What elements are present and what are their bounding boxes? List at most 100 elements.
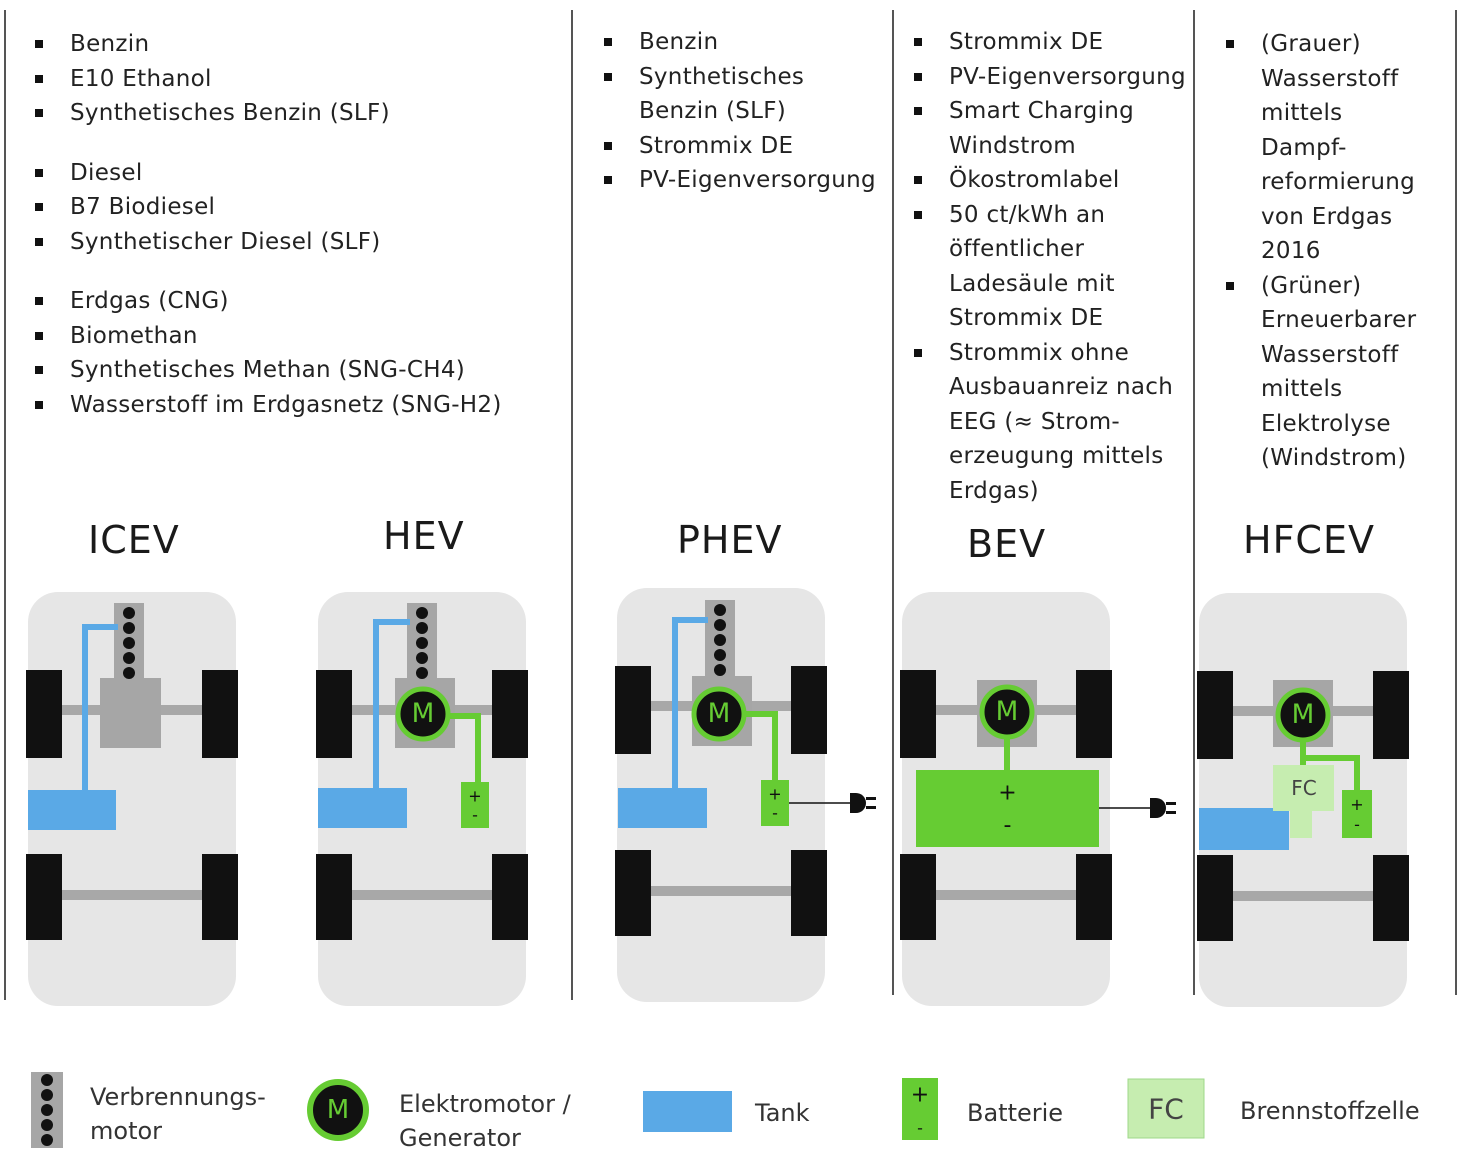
fuel-cell-label: FC (1291, 776, 1316, 800)
motor-symbol: M (412, 699, 435, 729)
wheel (1197, 855, 1233, 941)
wheel (316, 670, 352, 758)
fuel-cell-icon (1273, 765, 1334, 811)
plug-icon (1150, 798, 1166, 818)
cylinder-dot (416, 667, 428, 679)
wheel (1373, 671, 1409, 759)
rear-axle (651, 886, 791, 896)
plug-pin (866, 806, 876, 809)
bullet-icon (604, 176, 612, 184)
battery-minus: - (472, 806, 478, 825)
list-item-text: Synthetisches Benzin (SLF) (639, 63, 805, 125)
bullet-icon (604, 141, 612, 150)
battery-icon (461, 782, 489, 828)
vehicle-title-phev: PHEV (677, 518, 783, 562)
bullet-icon (604, 38, 612, 46)
list-item: PV-Eigenversorgung (914, 60, 1194, 95)
list-item-text: Benzin (70, 31, 150, 57)
wheel (492, 670, 528, 758)
list-item: (Grauer) Wasserstoff mittels Dampf- refo… (1226, 27, 1451, 269)
wheel (1076, 670, 1112, 758)
cylinder-dot (714, 634, 726, 646)
bullet-icon (35, 168, 43, 177)
wheel (1197, 671, 1233, 759)
cylinder-dot (416, 652, 428, 664)
energy-options-hfcev: (Grauer) Wasserstoff mittels Dampf- refo… (1226, 27, 1451, 476)
battery-icon (1342, 790, 1372, 838)
bullet-icon (914, 176, 922, 184)
wheel (615, 850, 651, 936)
vehicle-title-bev: BEV (967, 522, 1047, 566)
battery-plus: + (468, 786, 481, 805)
rear-axle (1233, 891, 1373, 901)
cylinder-dot (41, 1074, 53, 1086)
battery-plus: + (998, 781, 1016, 806)
list-item-text: PV-Eigenversorgung (639, 167, 876, 193)
list-item: Diesel (35, 156, 565, 191)
cylinder-dot (123, 607, 135, 619)
motor-symbol: M (327, 1095, 349, 1125)
cylinder-dot (123, 667, 135, 679)
cylinder-dot (714, 649, 726, 661)
tank-icon (1199, 808, 1289, 850)
cylinder-dot (714, 604, 726, 616)
electric-motor-icon (1275, 687, 1331, 743)
column-divider-4 (1193, 10, 1195, 995)
column-divider-3 (892, 10, 894, 995)
fuel-cell-label: FC (1148, 1093, 1184, 1126)
list-item-text: PV-Eigenversorgung (949, 63, 1186, 90)
list-item: Wasserstoff im Erdgasnetz (SNG-H2) (35, 388, 565, 423)
rear-axle (352, 890, 492, 900)
list-item-text: E10 Ethanol (70, 65, 212, 92)
wheel (492, 854, 528, 940)
bullet-icon (1226, 40, 1234, 48)
legend-label-battery: Batterie (967, 1099, 1064, 1127)
list-item-text: Strommix ohne Ausbauanreiz nach EEG (≈ S… (949, 339, 1174, 504)
power-line (1300, 738, 1360, 792)
legend-label-tank: Tank (755, 1099, 810, 1127)
cylinder-dot (416, 637, 428, 649)
battery-minus: - (772, 804, 778, 823)
rear-axle (936, 890, 1076, 900)
battery-plus: + (911, 1083, 929, 1108)
hydrogen-line (1290, 808, 1312, 838)
list-item-text: Synthetischer Diesel (SLF) (70, 228, 381, 255)
cylinder-dot (123, 637, 135, 649)
vehicle-title-icev: ICEV (88, 518, 180, 562)
bullet-icon (35, 331, 43, 340)
bullet-icon (914, 107, 922, 115)
car-body (617, 588, 825, 1002)
wheel (615, 666, 651, 754)
cylinder-dot (41, 1134, 53, 1146)
wheel (1373, 855, 1409, 941)
cylinder-dot (416, 607, 428, 619)
list-item: Ökostromlabel (914, 163, 1194, 198)
power-line (744, 711, 778, 784)
list-item: Strommix ohne Ausbauanreiz nach EEG (≈ S… (914, 336, 1194, 509)
bullet-icon (35, 366, 43, 374)
bullet-icon (35, 109, 43, 117)
cylinder-dot (416, 622, 428, 634)
battery-minus: - (1004, 813, 1012, 838)
battery-minus: - (1354, 815, 1360, 834)
list-item-text: Ökostromlabel (949, 167, 1120, 193)
list-item: Strommix DE (914, 25, 1194, 60)
fuel-line (373, 619, 410, 792)
list-item: Benzin (604, 25, 889, 60)
legend-electric-motor-icon (307, 1079, 369, 1141)
plug-pin (1166, 811, 1176, 814)
wheel (1076, 854, 1112, 940)
battery-icon (916, 770, 1099, 847)
legend-fuel-cell-icon (1127, 1078, 1205, 1139)
legend-battery-icon (902, 1078, 938, 1140)
cylinder-dot (123, 622, 135, 634)
tank-icon (28, 790, 116, 830)
list-item: Biomethan (35, 319, 565, 354)
bullet-icon (604, 72, 612, 81)
list-item: Synthetisches Benzin (SLF) (35, 96, 565, 131)
wheel (316, 854, 352, 940)
wheel (202, 854, 238, 940)
